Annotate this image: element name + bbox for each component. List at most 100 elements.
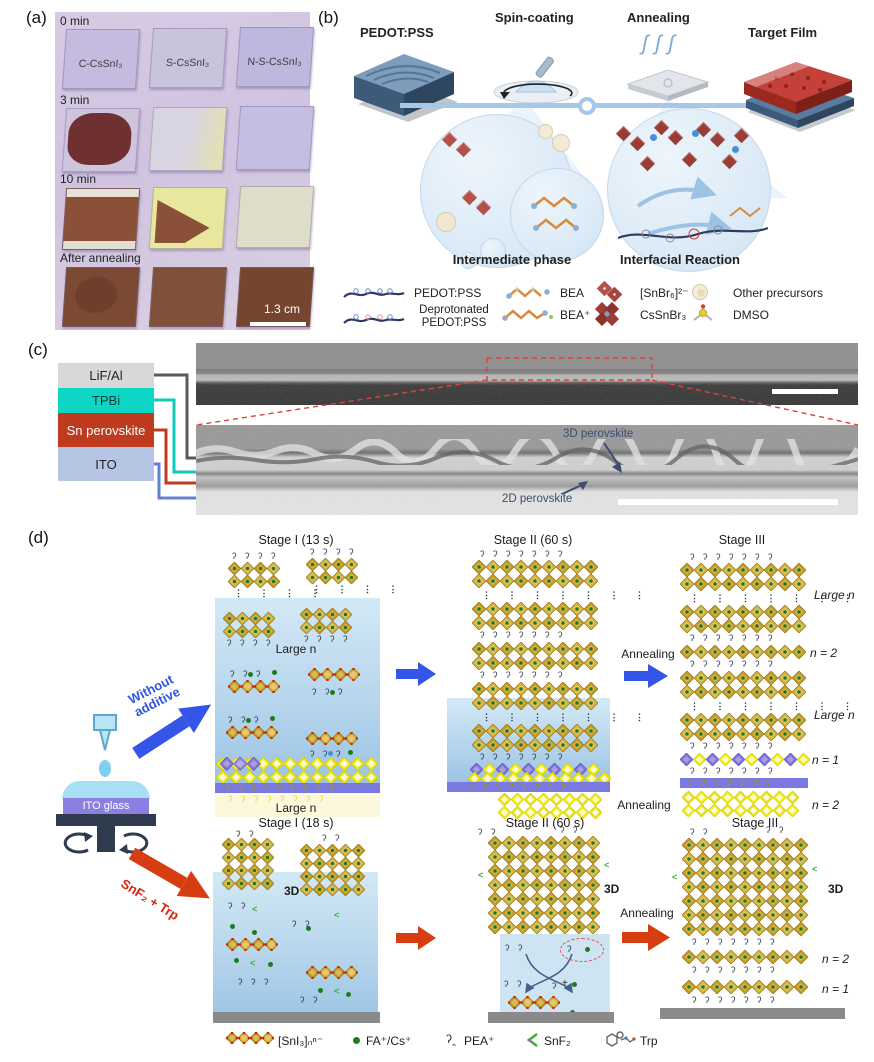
3d-crystal-cluster: [222, 838, 274, 890]
sample-label: N-S-CsSnI₃: [246, 56, 303, 68]
n1-label: n = 1: [812, 753, 840, 767]
process-node: [578, 97, 596, 115]
scale-label: 1.3 cm: [263, 302, 300, 316]
3d-label: 3D: [828, 882, 844, 896]
snf2-icon: [527, 1033, 538, 1047]
step-label-spincoating: Spin-coating: [495, 10, 574, 25]
pea-layer: ʔ ʔ ʔ ʔ: [232, 551, 279, 561]
slide-s-cssni3-0min: S-CsSnI₃: [148, 28, 228, 88]
stage-header: Stage III: [718, 533, 766, 547]
trp-molecule-icon: [606, 1031, 636, 1047]
pea-molecules: ʔ ʔ ʔ: [228, 715, 262, 725]
pea-molecules: ʔ ʔ ʔ: [312, 687, 346, 697]
large-n-yellow-label: Large n: [275, 801, 317, 815]
pea-on-bar: ʔ ʔ ʔ ʔ ʔ ʔ ʔ ʔ ʔ: [225, 783, 337, 793]
pea-molecules: ʔ ʔ ʔ: [310, 749, 344, 759]
bea-cation-icon: [502, 309, 553, 321]
pedot-pss-slab-icon: [354, 54, 458, 122]
purple-n1-layer: [220, 757, 261, 771]
perovskite-sheet: [680, 713, 806, 741]
sni3-slab: [308, 668, 360, 681]
legend-label: PEDOT:PSS: [414, 286, 482, 300]
pedot-pss-wave-icon: [343, 288, 405, 298]
annealing-label: Annealing: [621, 647, 675, 661]
slide-s-cssni3-10min: [148, 187, 228, 249]
pea-on-bar: ʔ ʔ ʔ ʔ ʔ ʔ ʔ ʔ: [470, 782, 569, 792]
ito-substrate-bar: [488, 1012, 614, 1023]
annealing-slab-icon: [626, 69, 710, 101]
large-n-label: Large n: [275, 642, 317, 656]
layer-sn-perovskite: Sn perovskite: [58, 413, 154, 447]
legend-label: BEA: [560, 286, 585, 300]
legend-label: BEA⁺: [560, 308, 591, 322]
stage-header: Stage I (13 s): [258, 533, 334, 547]
panel-d-tag: (d): [28, 528, 49, 547]
trp-molecules: ʔ ʔ: [766, 825, 787, 835]
legend-label: Deprotonated PEDOT:PSS: [419, 304, 489, 329]
panel-d: (d) ITO glass Without additive SnF₂ + Tr…: [28, 528, 860, 1048]
stage-header: Stage I (18 s): [258, 816, 334, 830]
layer-tpbi: TPBi: [58, 388, 154, 413]
legend-label: DMSO: [733, 308, 769, 322]
yellow-2d-layer: [682, 791, 799, 817]
pea-layer: ʔ ʔ ʔ ʔ: [304, 634, 351, 644]
dotted-connector: ⋮ ⋮ ⋮ ⋮ ⋮ ⋮ ⋮: [482, 590, 652, 600]
sem-cross-section-full: [196, 343, 858, 405]
sem-scale-bar: [772, 389, 838, 394]
rotation-arrows-icon: [63, 832, 149, 854]
dmso-molecule-icon: [693, 304, 713, 321]
pea-layer: ʔ ʔ ʔ ʔ ʔ ʔ ʔ: [480, 670, 566, 680]
time-label-3min: 3 min: [60, 93, 90, 107]
pea-molecules: ʔ ʔ ʔ: [238, 977, 272, 987]
large-n-label: Large n: [814, 708, 855, 722]
pea-on-bar: ʔ ʔ ʔ ʔ ʔ ʔ ʔ: [688, 778, 774, 788]
sni3-slab: [306, 966, 358, 979]
legend-label: [SnBr₆]²⁻: [640, 286, 689, 300]
slide-c-cssni3-0min: C-CsSnI₃: [61, 29, 141, 89]
pea-layer: ʔ ʔ ʔ ʔ ʔ ʔ ʔ: [690, 633, 776, 643]
bea-molecule-icon: [531, 196, 579, 231]
forming-n1-layer: [470, 763, 600, 776]
pea-layer: ʔ ʔ ʔ ʔ ʔ ʔ ʔ: [692, 965, 778, 975]
slide-ns-cssni3-10min: [235, 186, 315, 248]
label-3d-perovskite: 3D perovskite: [563, 428, 634, 440]
step-label-targetfilm: Target Film: [748, 25, 818, 40]
other-precursor-sphere-icon: [436, 212, 456, 232]
pea-molecules: ʔ ʔ: [322, 833, 343, 843]
slide-ns-cssni3-0min: N-S-CsSnI₃: [235, 27, 315, 87]
sub-strip: [215, 793, 380, 817]
intermediate-phase-inner-bubble: [510, 168, 604, 262]
stage-arrow-red: [622, 924, 670, 951]
perovskite-sheet: [472, 602, 598, 630]
dotted-connector: ⋮ ⋮ ⋮ ⋮: [312, 584, 405, 594]
stage-header: Stage II (60 s): [505, 816, 585, 830]
sample-label: C-CsSnI₃: [78, 58, 124, 70]
heat-squiggle-icon: ʃʃʃ: [642, 32, 682, 55]
panel-c: (c) LiF/Al TPBi Sn perovskite ITO 3D per…: [0, 336, 874, 520]
slide-ns-cssni3-3min: [235, 106, 315, 170]
scale-bar: [250, 322, 306, 326]
other-precursor-sphere-icon: [538, 124, 553, 139]
pea-layer: ʔ ʔ ʔ ʔ ʔ ʔ ʔ: [690, 552, 776, 562]
sni3-slab: [226, 726, 278, 739]
sni3-slab: [508, 996, 560, 1009]
perovskite-sheet: [680, 563, 806, 591]
exchange-arrows-icon: [525, 953, 573, 994]
legend-label: FA⁺/Cs⁺: [366, 1034, 412, 1048]
dotted-connector: ⋮ ⋮ ⋮ ⋮: [234, 588, 327, 598]
step-label-pedot: PEDOT:PSS: [360, 25, 434, 40]
route-arrow-snf2-trp: [128, 847, 210, 899]
legend-label: Trp: [640, 1034, 658, 1048]
panel-b-tag: (b): [318, 8, 339, 27]
annealing-label: Annealing: [620, 906, 674, 920]
ito-glass-substrate: ITO glass: [63, 798, 149, 814]
perovskite-sheet: [472, 724, 598, 752]
3d-label: 3D: [284, 884, 300, 898]
n1-label: n = 1: [822, 982, 850, 996]
arrow-3d-perovskite: [603, 442, 622, 473]
ito-substrate-bar: [660, 1008, 845, 1019]
snbr6-octahedron-icon: [596, 280, 623, 303]
solution-dome: [62, 781, 150, 799]
time-label-10min: 10 min: [60, 172, 97, 186]
spin-coating-icon: [493, 56, 579, 104]
